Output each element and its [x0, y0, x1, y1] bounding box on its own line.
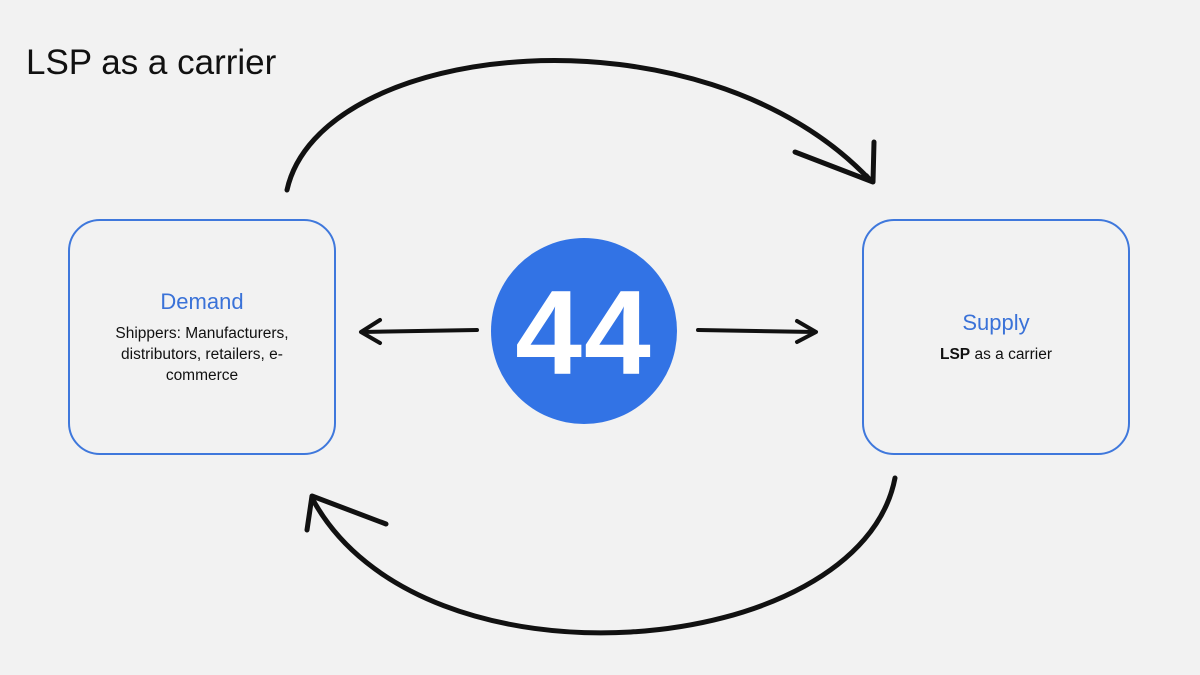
demand-title: Demand — [160, 288, 244, 314]
demand-box: Demand Shippers: Manufacturers, distribu… — [68, 219, 336, 455]
supply-title: Supply — [962, 309, 1030, 335]
demand-description: Shippers: Manufacturers, distributors, r… — [115, 324, 289, 384]
supply-description: LSP as a carrier — [940, 344, 1052, 365]
center-badge-label: 44 — [515, 266, 653, 400]
left-arrowhead — [359, 318, 382, 345]
supply-description-bold: LSP — [940, 345, 971, 363]
left-arrow — [360, 328, 479, 334]
supply-box: Supply LSP as a carrier — [862, 219, 1130, 455]
top-curved-arrow — [284, 58, 873, 193]
bottom-curved-arrow — [309, 475, 898, 636]
bottom-curved-arrowhead — [304, 493, 389, 533]
right-arrow — [696, 328, 817, 334]
right-arrowhead — [795, 319, 818, 344]
supply-description-rest: as a carrier — [970, 345, 1052, 363]
center-badge: 44 — [491, 238, 677, 424]
page-title: LSP as a carrier — [26, 43, 277, 82]
